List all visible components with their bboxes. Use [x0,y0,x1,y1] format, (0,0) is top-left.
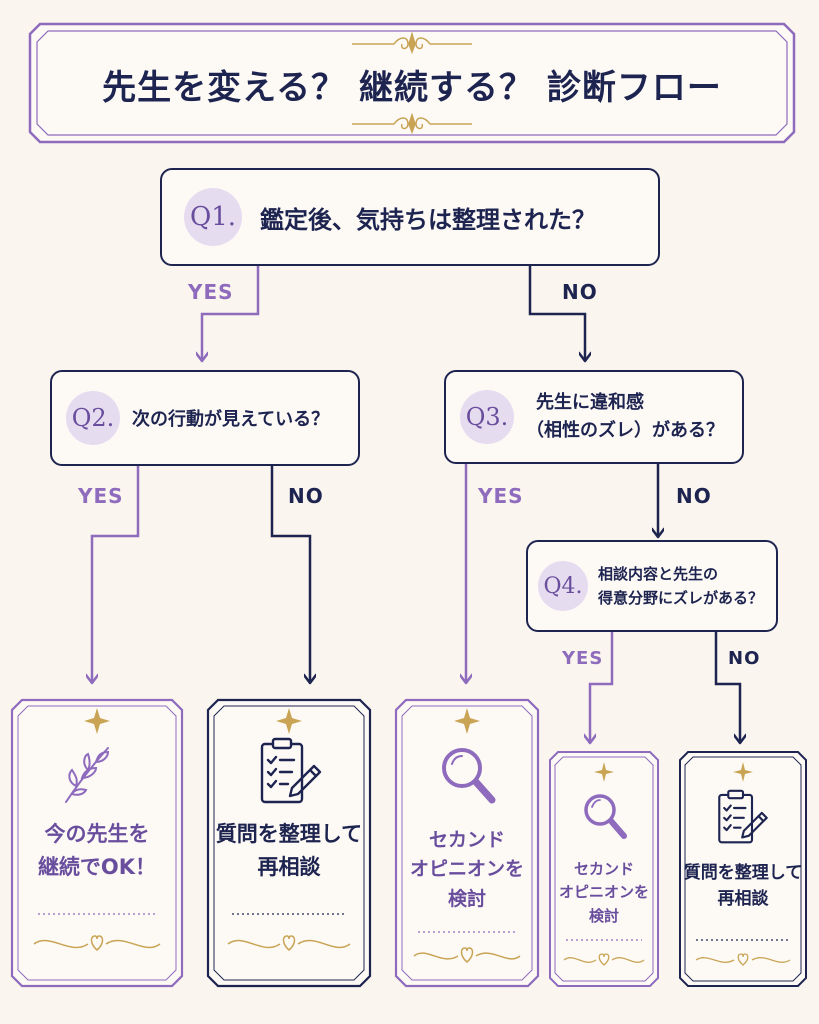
sparkle-icon [594,762,614,782]
clipboard-checklist-icon [260,737,322,804]
result-text-second-opinion-1-line3: 検討 [447,887,486,910]
question-text-q2: 次の行動が見えている？ [132,409,330,430]
result-text-second-opinion-2: セカンド オピニオンを 検討 [548,858,660,928]
magnifier-icon [442,748,496,804]
question-box-q2: Q2. 次の行動が見えている？ [50,370,360,466]
result-card-reconsult-2-frame [679,751,807,987]
connector-q1-no [528,266,585,360]
question-label-q1: Q1. [184,188,242,246]
sparkle-icon [454,708,480,734]
result-text-second-opinion-1-line2: オピニオンを [409,858,524,881]
result-text-second-opinion-2-line1: セカンド [573,860,634,878]
ornament-card-bottom [33,935,161,951]
branch-label-q4-yes: YES [562,648,604,669]
question-text-q1: 鑑定後、気持ちは整理された？ [260,205,596,234]
sparkle-icon [276,708,302,734]
question-box-q1: Q1. 鑑定後、気持ちは整理された？ [160,168,660,266]
question-label-q4: Q4. [538,561,588,611]
result-text-continue: 今の先生を 継続でOK！ [10,818,184,883]
sparkle-icon [84,708,110,734]
question-text-q3: 先生に違和感 （相性のズレ）がある？ [526,389,724,445]
ornament-card-bottom [413,947,521,963]
result-text-reconsult-2-line1: 質問を整理して [683,863,803,883]
question-box-q3: Q3. 先生に違和感 （相性のズレ）がある？ [444,370,744,464]
result-text-continue-line1: 今の先生を [44,822,150,846]
ornament-card-bottom [695,953,791,966]
branch-label-q4-no: NO [728,648,761,669]
result-card-second-opinion-2-frame [549,751,659,987]
branch-label-q2-yes: YES [78,484,124,508]
page-title: 先生を変える？ 継続する？ 診断フロー [102,68,722,108]
result-text-second-opinion-2-line3: 検討 [588,906,619,925]
result-text-second-opinion-1-line1: セカンド [428,829,505,851]
result-text-reconsult-1: 質問を整理して 再相談 [206,818,372,883]
ornament-card-bottom [227,935,351,951]
magnifier-icon [584,794,627,839]
question-text-q4-line1: 相談内容と先生の [598,565,719,583]
ornament-top [352,31,472,55]
question-label-q3: Q3. [460,390,514,444]
connector-q1-yes [202,266,260,360]
branch-label-q3-yes: YES [478,484,524,508]
result-text-reconsult-1-line2: 再相談 [257,854,321,879]
question-text-q3-line1: 先生に違和感 [536,392,644,414]
result-text-continue-line2: 継続でOK！ [37,854,157,879]
result-text-reconsult-2: 質問を整理して 再相談 [678,860,808,913]
connector-q2-no [270,466,310,682]
branch-label-q3-no: NO [676,484,712,508]
branch-label-q1-yes: YES [188,280,234,304]
branch-label-q1-no: NO [562,280,598,304]
result-card-continue-frame [10,698,184,988]
question-text-q4: 相談内容と先生の 得意分野にズレがある？ [598,562,763,610]
connector-q2-yes [92,466,140,682]
result-card-second-opinion-1-frame [394,698,540,988]
title-frame [28,22,796,144]
result-card-reconsult-1-frame [206,698,372,988]
connector-q4-yes [590,632,614,742]
question-text-q3-line2: （相性のズレ）がある？ [526,420,724,441]
result-text-reconsult-1-line1: 質問を整理して [215,822,363,846]
leaf-branch-icon [65,747,110,803]
question-text-q4-line2: 得意分野にズレがある？ [598,589,764,607]
ornament-bottom [352,112,472,135]
clipboard-checklist-icon [718,789,768,844]
question-box-q4: Q4. 相談内容と先生の 得意分野にズレがある？ [526,540,778,632]
ornament-card-bottom [563,953,645,966]
sparkle-icon [733,762,753,782]
result-text-second-opinion-2-line2: オピニオンを [558,883,649,902]
question-label-q2: Q2. [66,391,120,445]
connector-q4-no [714,632,740,742]
branch-label-q2-no: NO [288,484,324,508]
result-text-second-opinion-1: セカンド オピニオンを 検討 [394,826,540,914]
result-text-reconsult-2-line2: 再相談 [717,889,769,910]
